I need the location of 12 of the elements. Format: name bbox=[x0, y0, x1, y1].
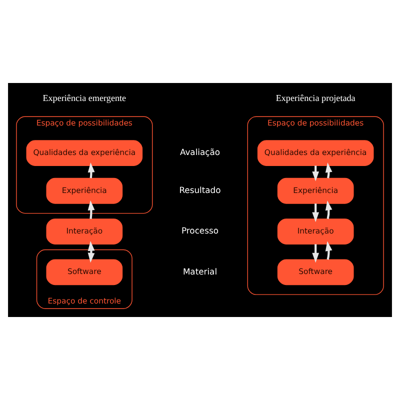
label: Resultado bbox=[179, 185, 221, 196]
arrow bbox=[325, 241, 332, 260]
label: Avaliação bbox=[180, 147, 220, 158]
arrow bbox=[312, 244, 320, 263]
label: Material bbox=[182, 266, 218, 276]
arrow bbox=[88, 241, 95, 263]
label: Processo bbox=[182, 226, 218, 236]
arrow bbox=[312, 204, 320, 222]
arrow bbox=[88, 200, 95, 220]
arrow bbox=[325, 200, 332, 220]
label: Experiência emergente bbox=[42, 92, 126, 103]
label: Experiência projetada bbox=[276, 92, 356, 103]
